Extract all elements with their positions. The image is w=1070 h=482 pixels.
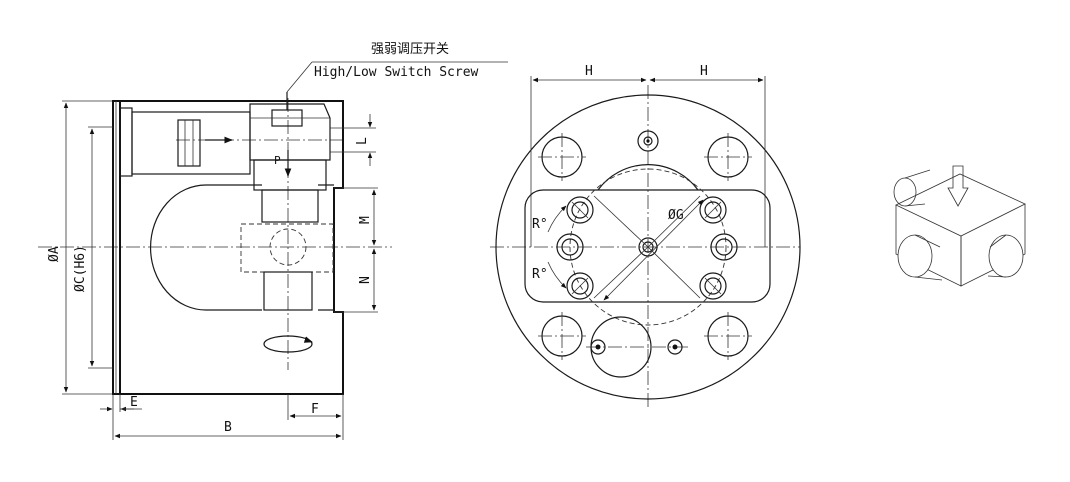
port-face: [524, 189, 771, 303]
dim-c-label: ØC(H6): [73, 245, 88, 292]
rotation-symbol: [263, 335, 313, 353]
motor-cylinder: [119, 107, 133, 177]
isometric-pump-icon: [893, 165, 1026, 287]
dim-e-label: E: [130, 395, 138, 410]
callout-title-cn: 强弱调压开关: [371, 42, 449, 57]
dim-r-bottom-label: R°: [532, 267, 548, 282]
dim-a-label: ØA: [47, 246, 62, 262]
mounting-flange: [112, 100, 121, 395]
dim-b-label: B: [224, 420, 232, 435]
dim-m-label: M: [358, 216, 373, 224]
dim-f-label: F: [311, 402, 319, 417]
dim-h-left-label: H: [585, 64, 593, 79]
dim-h-right-label: H: [700, 64, 708, 79]
lower-body: [149, 184, 334, 311]
valve-head: [249, 103, 331, 161]
pump-housing: [120, 100, 344, 395]
dim-l-label: L: [355, 137, 370, 145]
front-view: H H: [490, 64, 801, 410]
dim-g-label: ØG: [668, 208, 684, 223]
port-block: [240, 223, 334, 273]
outer-flange-circle: [495, 94, 801, 400]
port-p-label: P: [274, 154, 281, 167]
callout-title-en: High/Low Switch Screw: [314, 65, 479, 80]
dim-r-top-label: R°: [532, 217, 548, 232]
dim-n-label: N: [358, 276, 373, 284]
bolt-holes: [538, 133, 752, 360]
side-view: P 强弱调压开关 High/Low Switch Screw ØA ØC(H6)…: [38, 42, 508, 440]
